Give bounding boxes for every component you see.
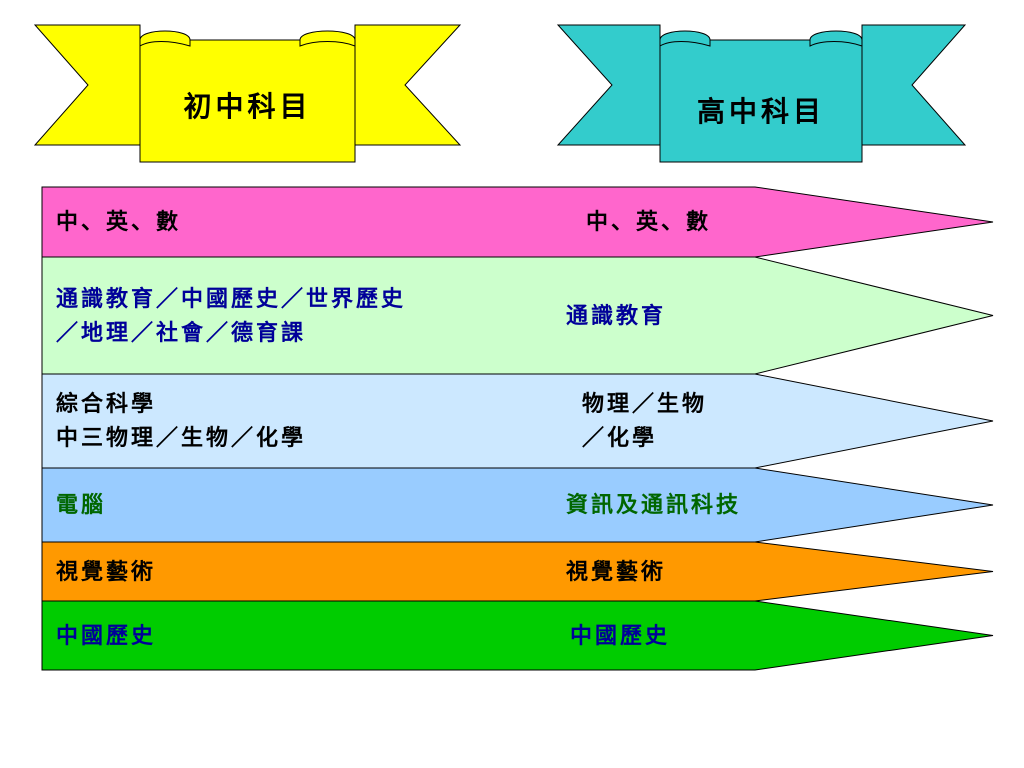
senior-subject-cell-line: ／化學 (582, 425, 658, 451)
junior-banner-ribbon-right (354, 24, 462, 146)
subject-row-arrow (41, 600, 994, 671)
senior-banner-ribbon-right (861, 24, 967, 146)
senior-banner-curl-right (809, 30, 863, 47)
senior-subject-cell-line: 通識教育 (566, 302, 667, 329)
senior-subject-cell: 中國歷史 (570, 619, 670, 653)
junior-subject-cell-line: 視覺藝術 (56, 558, 157, 585)
senior-banner-ribbon-left (556, 24, 661, 146)
senior-subject-cell: 物理／生物 ／化學 (582, 387, 707, 455)
junior-subject-cell-line: 綜合科學 (56, 391, 157, 417)
junior-banner (33, 24, 462, 163)
junior-banner-curl-left (139, 30, 191, 47)
junior-subject-cell: 綜合科學中三物理／生物／化學 (56, 387, 306, 455)
junior-subject-cell: 通識教育／中國歷史／世界歷史 ／地理／社會／德育課 (56, 282, 406, 350)
subject-rows (41, 186, 994, 671)
subject-row-arrow (41, 541, 994, 602)
junior-subject-cell-line: ／地理／社會／德育課 (56, 319, 307, 346)
junior-banner-scroll (139, 39, 356, 163)
junior-subject-cell-line: 電腦 (56, 492, 107, 518)
senior-banner-scroll (659, 39, 863, 163)
senior-subject-cell-line: 視覺藝術 (566, 558, 667, 585)
senior-banner-curl-left (659, 30, 711, 47)
junior-subject-cell: 電腦 (56, 488, 106, 522)
senior-subject-cell-line: 物理／生物 (582, 391, 708, 417)
junior-subject-cell-line: 通識教育／中國歷史／世界歷史 (56, 285, 407, 312)
senior-banner-label: 高中科目 (696, 95, 825, 128)
subject-row-arrow (41, 186, 994, 258)
senior-subject-cell: 視覺藝術 (566, 555, 666, 589)
junior-subject-cell: 中、英、數 (56, 205, 181, 239)
senior-subject-cell-line: 資訊及通訊科技 (566, 492, 742, 518)
junior-banner-label: 初中科目 (183, 90, 312, 123)
senior-subject-cell: 中、英、數 (586, 205, 711, 239)
senior-subject-cell: 資訊及通訊科技 (566, 488, 741, 522)
subject-row-arrow (41, 467, 994, 543)
senior-banner (556, 24, 967, 163)
junior-subject-cell: 中國歷史 (56, 619, 156, 653)
subject-row-arrow (41, 373, 994, 469)
senior-subject-cell-line: 中、英、數 (586, 209, 712, 235)
junior-subject-cell: 視覺藝術 (56, 555, 156, 589)
senior-subject-cell: 通識教育 (566, 299, 666, 333)
senior-subject-cell-line: 中國歷史 (570, 622, 671, 649)
junior-banner-ribbon-left (33, 24, 141, 146)
junior-subject-cell-line: 中國歷史 (56, 622, 157, 649)
subject-row-arrow (41, 256, 994, 375)
junior-subject-cell-line: 中三物理／生物／化學 (56, 425, 307, 451)
junior-banner-curl-right (299, 30, 356, 47)
junior-subject-cell-line: 中、英、數 (56, 209, 182, 235)
